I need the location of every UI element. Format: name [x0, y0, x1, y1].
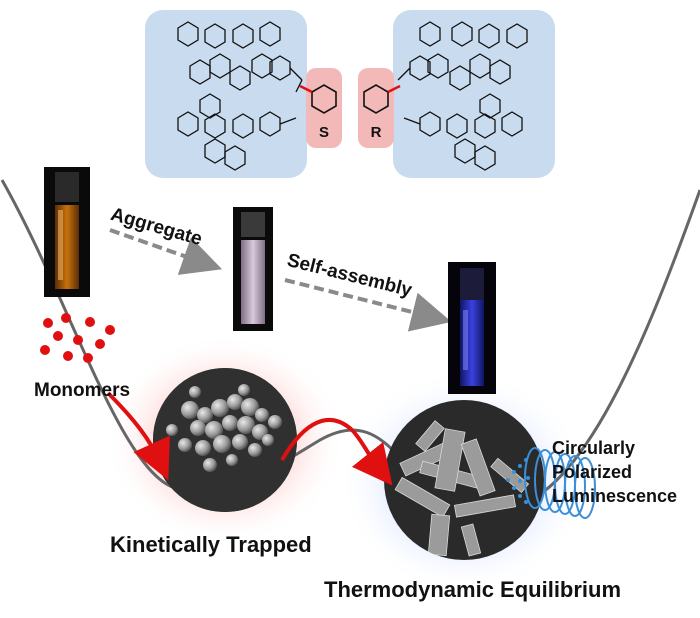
cpl-label-line1: Circularly — [552, 438, 636, 458]
energy-landscape-curve — [0, 179, 700, 513]
vial-self-assembly — [448, 262, 496, 394]
sem-image-nanosheets — [384, 400, 544, 560]
self-assembly-arrow — [284, 278, 452, 332]
cpl-emission-dots — [506, 458, 530, 504]
sem-image-spheres — [153, 368, 297, 512]
monomer-to-kinetic-arrow — [106, 391, 170, 481]
monomer-dots — [40, 313, 115, 363]
r-label: R — [370, 124, 382, 141]
molecule-left — [177, 21, 303, 171]
vial-monomer — [44, 167, 90, 297]
s-chirality-tag — [306, 68, 342, 148]
nanosphere-cluster — [166, 384, 282, 472]
s-label: S — [318, 124, 329, 141]
cpl-label-line2: Polarized — [552, 462, 633, 482]
cpl-helix — [524, 447, 596, 519]
vial-aggregate — [233, 207, 273, 331]
aggregate-arrow — [109, 228, 223, 275]
kinetic-to-thermo-arrow — [280, 418, 393, 486]
thermodynamic-equilibrium-label: Thermodynamic Equilibrium — [324, 577, 622, 602]
cyclohexane-right — [363, 84, 401, 114]
monomers-label: Monomers — [34, 380, 131, 401]
r-chirality-tag — [358, 68, 394, 148]
cyclohexane-left — [299, 84, 337, 114]
cpl-label-line3: Luminescence — [552, 486, 678, 506]
kinetically-trapped-label: Kinetically Trapped — [110, 532, 312, 557]
molecule-right — [397, 21, 528, 171]
